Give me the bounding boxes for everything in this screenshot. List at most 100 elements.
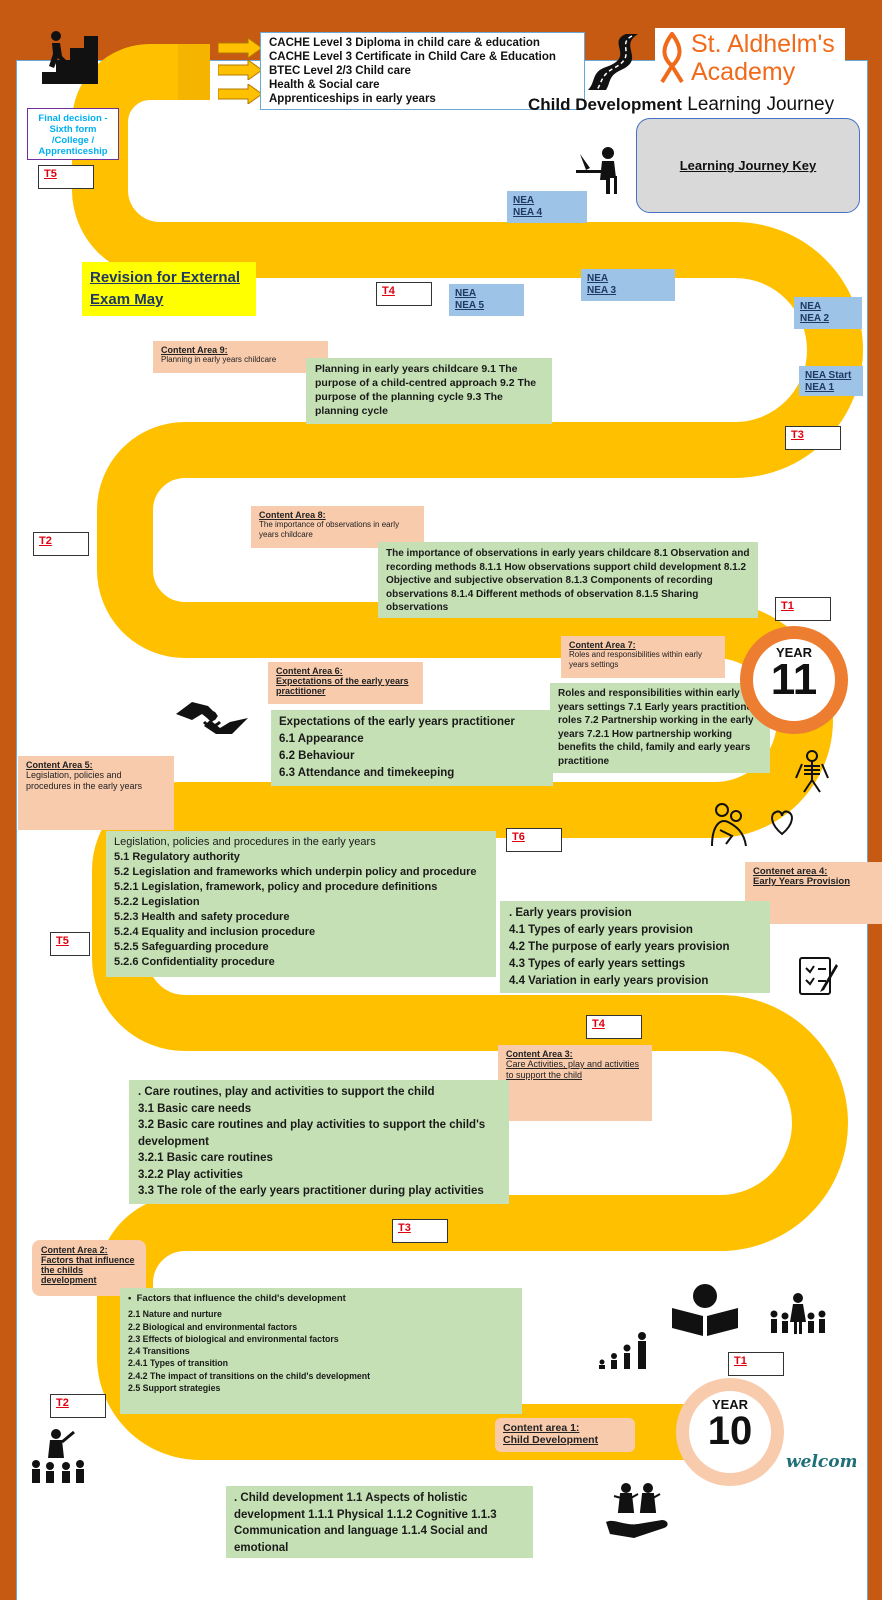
term-text: T1 xyxy=(781,600,794,612)
content-area-2-details: • Factors that influence the child's dev… xyxy=(120,1288,522,1414)
content-area-title: Content Area 9: xyxy=(161,345,228,355)
nea-text: NEA 4 xyxy=(513,207,543,218)
details-line: 5.2.5 Safeguarding procedure xyxy=(114,941,269,953)
road-start-shade xyxy=(178,44,210,100)
details-text: . Child development 1.1 Aspects of holis… xyxy=(234,1492,497,1554)
details-text: The importance of observations in early … xyxy=(386,548,750,613)
content-area-8-details: The importance of observations in early … xyxy=(378,542,758,618)
details-line: 2.3 Effects of biological and environmen… xyxy=(128,1333,339,1344)
teacher-group-icon xyxy=(32,1429,84,1483)
content-area-1-label: Content area 1: Child Development xyxy=(495,1418,635,1452)
term-label-t2-y10: T2 xyxy=(50,1394,106,1418)
content-area-subtitle: Roles and responsibilities within early … xyxy=(569,650,702,669)
growth-stages-icon xyxy=(599,1332,646,1369)
details-line: 6.3 Attendance and timekeeping xyxy=(279,767,455,779)
year-word: YEAR xyxy=(711,1397,749,1412)
details-heading: Factors that influence the child's devel… xyxy=(136,1293,346,1304)
content-area-subtitle: Expectations of the early years practiti… xyxy=(276,676,409,696)
term-text: T3 xyxy=(398,1222,411,1234)
content-area-title: Content Area 2: xyxy=(41,1245,108,1255)
details-line: • Factors that influence the child's dev… xyxy=(128,1293,514,1305)
content-area-3-details: . Care routines, play and activities to … xyxy=(129,1080,509,1204)
content-area-subtitle: Legislation, policies and procedures in … xyxy=(26,770,143,791)
content-area-9-label: Content Area 9: Planning in early years … xyxy=(153,341,328,373)
term-label-t4-top: T4 xyxy=(376,282,432,306)
content-area-subtitle: The importance of observations in early … xyxy=(259,520,400,539)
nea-text: NEA 1 xyxy=(805,382,835,393)
qualification-item: Apprenticeships in early years xyxy=(269,93,436,105)
term-text: T5 xyxy=(56,935,69,947)
details-line: 2.5 Support strategies xyxy=(128,1383,221,1394)
content-area-2-label: Content Area 2: Factors that influence t… xyxy=(32,1240,146,1296)
welcome-text: welcome xyxy=(786,1452,856,1472)
details-line: 5.2.3 Health and safety procedure xyxy=(114,911,290,923)
revision-text: Revision for External Exam May xyxy=(90,269,241,308)
term-label-t5-top: T5 xyxy=(38,165,94,189)
details-line: 3.2 Basic care routines and play activit… xyxy=(138,1119,486,1148)
term-label-t3-y11: T3 xyxy=(785,426,841,450)
details-line: 2.4.1 Types of transition xyxy=(128,1358,229,1369)
term-label-t5-y10: T5 xyxy=(50,932,90,956)
content-area-3-label: Content Area 3: Care Activities, play an… xyxy=(498,1045,652,1121)
details-line: 4.4 Variation in early years provision xyxy=(509,975,709,987)
arrow-icon xyxy=(218,60,262,80)
details-line: Legislation, policies and procedures in … xyxy=(114,836,376,848)
revision-box: Revision for External Exam May xyxy=(82,262,256,316)
content-area-6-label: Content Area 6: Expectations of the earl… xyxy=(268,662,423,704)
nea-text: NEA xyxy=(800,301,822,312)
nea-text: NEA xyxy=(587,273,609,284)
key-label: Learning Journey Key xyxy=(679,158,817,173)
content-area-6-details: Expectations of the early years practiti… xyxy=(271,710,553,786)
final-decision-text: Final decision - Sixth form /College / A… xyxy=(38,113,108,157)
qualifications-box: CACHE Level 3 Diploma in child care & ed… xyxy=(260,32,585,110)
nea-text: NEA 5 xyxy=(455,300,485,311)
nea-text: NEA xyxy=(513,195,535,206)
content-area-subtitle: Planning in early years childcare xyxy=(161,355,277,364)
details-line: 2.4 Transitions xyxy=(128,1346,190,1357)
content-area-1-details: . Child development 1.1 Aspects of holis… xyxy=(226,1486,533,1558)
details-line: 6.2 Behaviour xyxy=(279,750,355,762)
term-label-t2-y11: T2 xyxy=(33,532,89,556)
content-area-7-details: Roles and responsibilities within early … xyxy=(550,683,770,773)
year-word: YEAR xyxy=(775,645,813,660)
title-rest: Learning Journey xyxy=(681,94,835,115)
content-area-5-details: Legislation, policies and procedures in … xyxy=(106,831,496,977)
nea-text: NEA xyxy=(455,288,477,299)
clipboard-icon xyxy=(799,957,838,995)
final-decision-box: Final decision - Sixth form /College / A… xyxy=(27,108,119,160)
term-label-t1-y10: T1 xyxy=(728,1352,784,1376)
logo-line2: Academy xyxy=(691,58,796,86)
content-area-subtitle: Child Development xyxy=(503,1434,599,1446)
flame-logo-icon xyxy=(660,32,684,84)
content-area-subtitle: Care Activities, play and activities to … xyxy=(506,1059,640,1080)
content-area-title: Contenet area 4: xyxy=(753,866,828,877)
term-text: T5 xyxy=(44,168,57,180)
details-line: . Early years provision xyxy=(509,907,632,919)
details-line: . Care routines, play and activities to … xyxy=(138,1086,435,1098)
term-text: T4 xyxy=(592,1018,605,1030)
details-line: 3.2.1 Basic care routines xyxy=(138,1152,273,1164)
content-area-title: Content Area 5: xyxy=(26,760,93,770)
academy-logo: St. Aldhelm's Academy xyxy=(655,28,845,92)
year-11-badge: YEAR 11 xyxy=(740,626,848,734)
details-line: 3.3 The role of the early years practiti… xyxy=(138,1185,484,1197)
details-line: Expectations of the early years practiti… xyxy=(279,716,515,728)
term-text: T1 xyxy=(734,1355,747,1367)
desk-worker-icon xyxy=(576,147,617,194)
details-text: Roles and responsibilities within early … xyxy=(558,688,756,767)
details-line: 6.1 Appearance xyxy=(279,733,364,745)
term-label-t4-y10: T4 xyxy=(586,1015,642,1039)
skeleton-icon xyxy=(795,750,829,793)
details-line: 3.1 Basic care needs xyxy=(138,1102,252,1115)
road-icon xyxy=(588,34,638,91)
family-group-icon xyxy=(770,1293,826,1334)
nea-text: NEA 3 xyxy=(587,285,617,296)
road-path xyxy=(72,44,863,1460)
term-text: T4 xyxy=(382,285,395,297)
details-line: 2.2 Biological and environmental factors xyxy=(128,1321,298,1332)
details-line: 2.4.2 The impact of transitions on the c… xyxy=(128,1370,371,1381)
content-area-7-label: Content Area 7: Roles and responsibiliti… xyxy=(561,636,725,678)
